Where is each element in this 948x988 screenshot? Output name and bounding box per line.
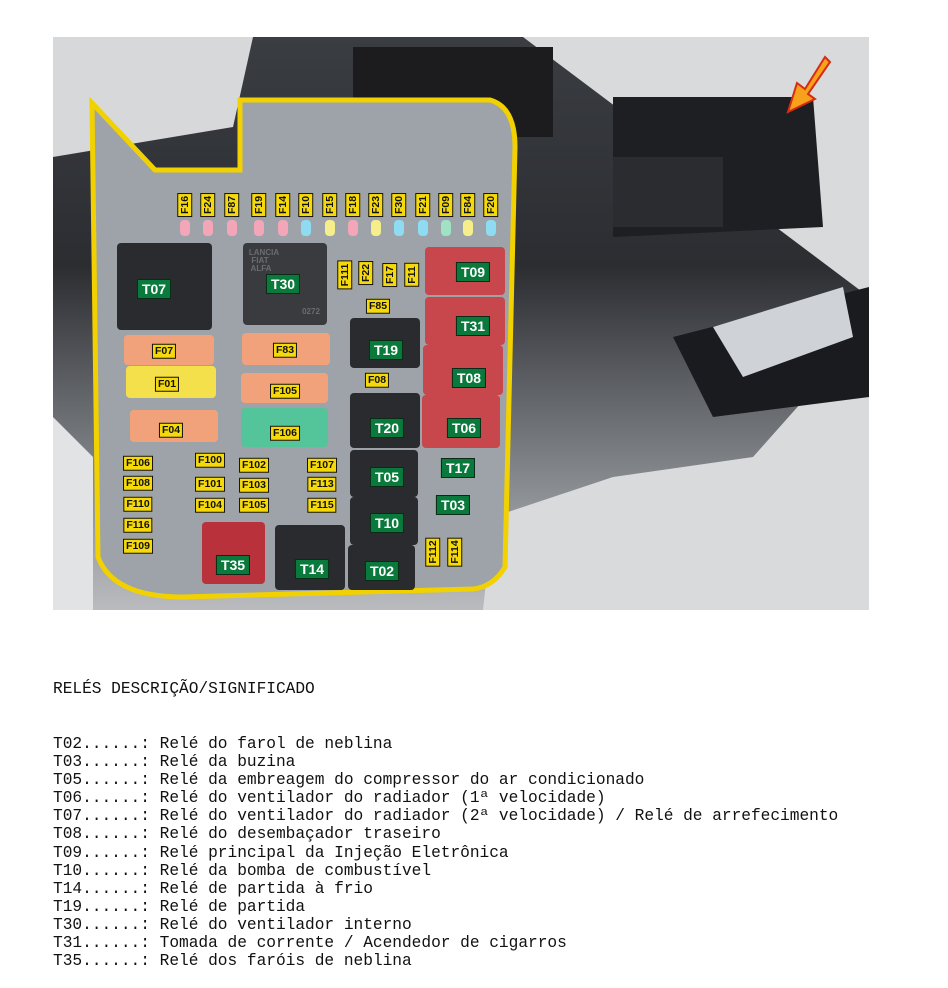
relay-label: T02 — [364, 561, 400, 581]
fuse-label: F11 — [404, 263, 420, 287]
legend-item: T02......: Relé do farol de neblina — [53, 734, 393, 753]
top-fuse-label: F84 — [460, 192, 476, 218]
legend-item: T19......: Relé de partida — [53, 898, 306, 917]
top-fuse-body — [180, 220, 190, 236]
legend-item: T05......: Relé da embreagem do compress… — [53, 771, 645, 790]
top-fuse-label: F15 — [322, 192, 338, 218]
fuse-label: F112 — [425, 537, 441, 567]
top-fuse-label: F20 — [483, 192, 499, 218]
top-fuse-body — [371, 220, 381, 236]
fuse-label: F04 — [158, 422, 184, 438]
relay-label: T09 — [455, 262, 491, 282]
top-fuse-body — [325, 220, 335, 236]
relay-label: T06 — [446, 418, 482, 438]
relay-label: T07 — [136, 279, 172, 299]
relay-label: T10 — [369, 513, 405, 533]
top-fuse-label: F24 — [200, 192, 216, 218]
fuse-label: F105 — [239, 497, 269, 513]
fuse-label: F85 — [365, 298, 391, 314]
top-fuse-body — [254, 220, 264, 236]
relay-label: T14 — [294, 559, 330, 579]
legend-item: T35......: Relé dos faróis de neblina — [53, 952, 412, 971]
arrow-icon — [786, 55, 832, 114]
top-fuse-body — [394, 220, 404, 236]
top-fuse-label: F10 — [298, 192, 314, 218]
fuse-label: F17 — [382, 262, 398, 288]
fuse-label: F113 — [307, 476, 337, 492]
fuse-label: F100 — [195, 452, 225, 468]
fuse-label: F83 — [272, 342, 298, 358]
top-fuse-label: F19 — [251, 192, 267, 218]
relay-body — [275, 525, 345, 590]
fuse-label: F01 — [154, 376, 180, 392]
relay-label: T30 — [265, 274, 301, 294]
fuse-label: F108 — [123, 475, 153, 491]
top-fuse-body — [441, 220, 451, 236]
fuse-label: F109 — [123, 538, 153, 554]
relay-label: T20 — [369, 418, 405, 438]
fuse-label: F115 — [307, 497, 337, 513]
relay-marking: ALFA — [250, 264, 272, 273]
top-fuse-body — [486, 220, 496, 236]
legend-item: T06......: Relé do ventilador do radiado… — [53, 789, 606, 808]
fuse-label: F08 — [364, 372, 390, 388]
fuse-label: F104 — [195, 497, 225, 513]
fuse-label: F07 — [151, 343, 177, 359]
top-fuse-label: F21 — [415, 192, 431, 218]
relay-label: T19 — [368, 340, 404, 360]
legend-item: T09......: Relé principal da Injeção Ele… — [53, 843, 509, 862]
top-fuse-label: F09 — [438, 192, 454, 218]
legend-item: T30......: Relé do ventilador interno — [53, 916, 412, 935]
fuse-label: F101 — [195, 476, 225, 492]
top-fuse-body — [348, 220, 358, 236]
fuse-label: F116 — [123, 517, 153, 533]
fuse-label: F107 — [307, 457, 337, 473]
relay-label: T08 — [451, 368, 487, 388]
legend-item: T08......: Relé do desembaçador traseiro — [53, 825, 441, 844]
top-fuse-body — [278, 220, 288, 236]
relay-marking: FIAT — [251, 256, 269, 265]
relay-label: T35 — [215, 555, 251, 575]
legend-item: T03......: Relé da buzina — [53, 752, 296, 771]
top-fuse-label: F14 — [275, 192, 291, 218]
fuse-label: F111 — [337, 260, 353, 290]
fuse-label: F22 — [358, 260, 374, 286]
legend-header: RELÉS DESCRIÇÃO/SIGNIFICADO — [53, 680, 315, 699]
legend-item: T10......: Relé da bomba de combustível — [53, 861, 432, 880]
fuse-label: F105 — [270, 383, 300, 399]
top-fuse-label: F23 — [368, 192, 384, 218]
top-fuse-body — [463, 220, 473, 236]
fuse-label: F106 — [270, 425, 300, 441]
top-fuse-label: F30 — [391, 192, 407, 218]
top-fuse-label: F18 — [345, 192, 361, 218]
legend-item: T14......: Relé de partida à frio — [53, 879, 373, 898]
relay-marking: 0272 — [302, 307, 320, 316]
top-fuse-body — [203, 220, 213, 236]
fuse-label: F114 — [447, 537, 463, 567]
top-fuse-body — [227, 220, 237, 236]
relay-legend: RELÉS DESCRIÇÃO/SIGNIFICADO T02......: R… — [53, 644, 838, 970]
fuse-label: F106 — [123, 455, 153, 471]
top-fuse-label: F16 — [177, 192, 193, 218]
relay-marking: LANCIA — [248, 248, 280, 257]
legend-item: T07......: Relé do ventilador do radiado… — [53, 807, 839, 826]
top-fuse-body — [418, 220, 428, 236]
fuse-label: F102 — [239, 457, 269, 473]
fuse-label: F110 — [123, 496, 153, 512]
relay-label: T03 — [435, 495, 471, 515]
top-fuse-body — [301, 220, 311, 236]
relay-label: T31 — [455, 316, 491, 336]
top-fuse-label: F87 — [224, 192, 240, 218]
legend-item: T31......: Tomada de corrente / Acendedo… — [53, 934, 567, 953]
fuse-label: F103 — [239, 477, 269, 493]
relay-label: T17 — [440, 458, 476, 478]
relay-label: T05 — [369, 467, 405, 487]
